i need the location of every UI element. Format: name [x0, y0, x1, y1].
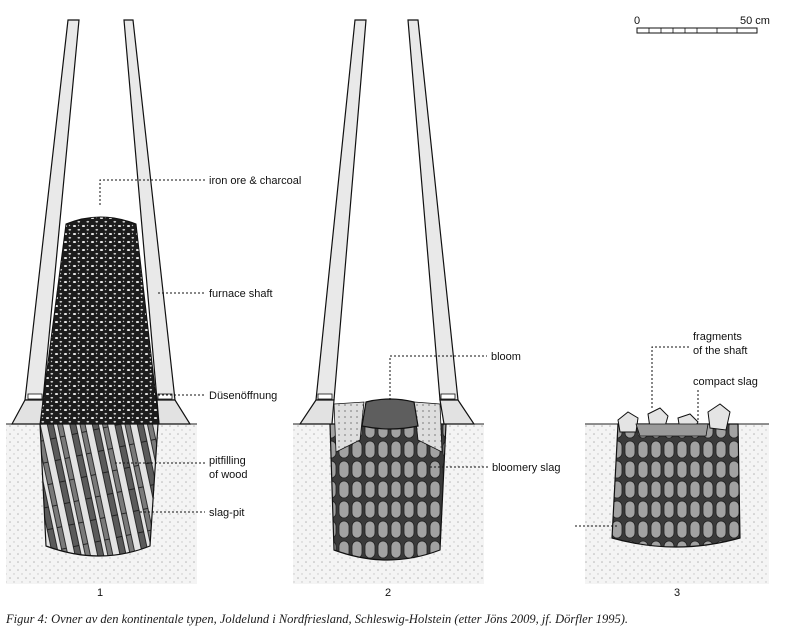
slag-pit-2: [329, 423, 447, 561]
slag-top-crust: [635, 423, 709, 437]
nozzle-opening-left-2: [317, 393, 333, 400]
shaft-fragment-4: [707, 403, 731, 431]
stage-number-1: 1: [97, 587, 103, 599]
label-dusenoffnung: Düsenöffnung: [209, 390, 277, 402]
furnace-3: [585, 403, 769, 584]
stage-number-3: 3: [674, 587, 680, 599]
furnace-base-left-2: [298, 399, 335, 425]
label-iron-ore-charcoal: iron ore & charcoal: [209, 175, 301, 187]
nozzle-opening-right-2: [440, 393, 456, 400]
shaft-fragment-1: [617, 411, 639, 433]
nozzle-opening-right-1: [157, 393, 173, 400]
label-of-the-shaft: of the shaft: [693, 345, 747, 357]
label-compact-slag: compact slag: [693, 376, 758, 388]
scale-bar: 0 50 cm: [634, 15, 770, 34]
furnace-shaft-left-wall-2: [315, 19, 367, 401]
stage-number-2: 2: [385, 587, 391, 599]
scale-bar-start: 0: [634, 15, 640, 27]
label-slag-pit: slag-pit: [209, 507, 244, 519]
scale-bar-end: 50 cm: [740, 15, 770, 27]
label-of-wood: of wood: [209, 469, 248, 481]
label-fragments: fragments: [693, 331, 742, 343]
ore-charcoal-charge-1: [39, 216, 160, 425]
label-bloomery-slag: bloomery slag: [492, 462, 560, 474]
leader-lines: [99, 179, 699, 527]
furnace-shaft-right-wall-2: [407, 19, 459, 401]
furnace-base-right-1: [156, 399, 192, 425]
compact-slag-block: [611, 423, 741, 548]
label-bloom: bloom: [491, 351, 521, 363]
furnace-diagram: 0 50 cm: [6, 15, 770, 599]
stage-numbers: 1 2 3: [97, 587, 680, 599]
bloom: [361, 398, 419, 430]
nozzle-opening-left-1: [27, 393, 43, 400]
slag-pit-1: [39, 423, 159, 557]
wall-debris-left-2: [333, 401, 365, 453]
furnace-base-left-1: [10, 399, 44, 425]
labels: iron ore & charcoal furnace shaft Düsenö…: [209, 175, 758, 519]
wall-debris-right-2: [413, 401, 443, 453]
figure-caption: Figur 4: Ovner av den kontinentale typen…: [6, 612, 629, 626]
furnace-2: [293, 19, 484, 584]
furnace-1: [6, 19, 197, 584]
furnace-base-right-2: [439, 399, 476, 425]
label-furnace-shaft: furnace shaft: [209, 288, 273, 300]
label-pitfilling: pitfilling: [209, 455, 246, 467]
